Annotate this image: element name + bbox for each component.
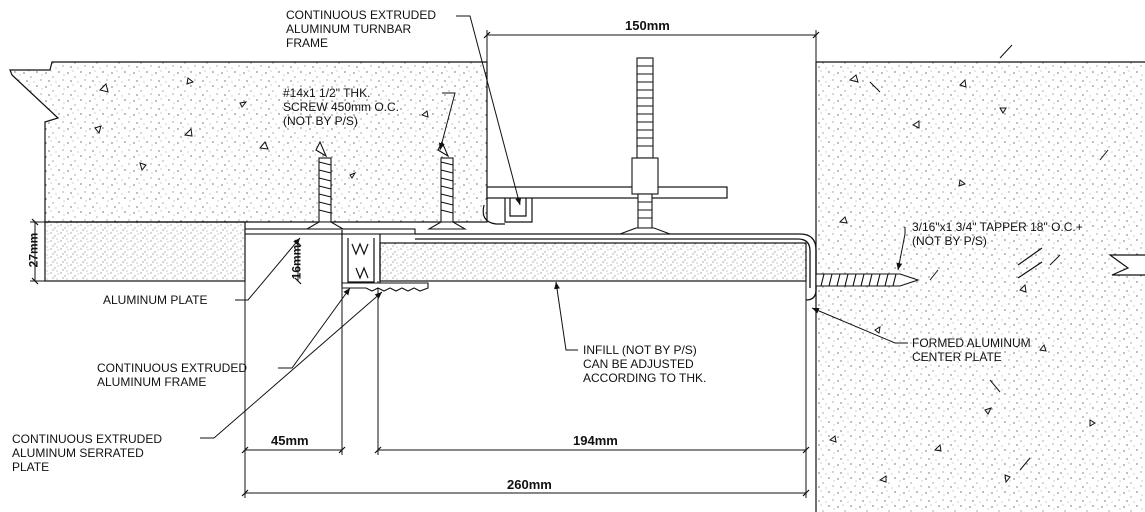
turnbar-frame	[482, 186, 728, 225]
right-concrete-slab	[815, 44, 1145, 512]
screw-left	[304, 140, 346, 230]
dimension-45mm: 45mm	[271, 433, 309, 448]
tapper-screw	[815, 273, 920, 287]
center-plate-label: FORMED ALUMINUM CENTER PLATE	[912, 336, 1031, 364]
extruded-aluminum-frame	[341, 230, 381, 287]
left-concrete-slab	[9, 61, 488, 223]
aluminum-plate	[244, 228, 416, 235]
aluminum-plate-label: ALUMINUM PLATE	[103, 293, 208, 307]
center-bolt	[619, 57, 671, 235]
left-base-layer	[44, 221, 246, 282]
turnbar-frame-label: CONTINUOUS EXTRUDED ALUMINUM TURNBAR FRA…	[286, 8, 437, 50]
dimension-150mm: 150mm	[625, 18, 670, 33]
formed-center-plate	[415, 233, 817, 301]
dimension-16mm: 16mm	[289, 244, 304, 280]
dimension-27mm: 27mm	[26, 232, 41, 268]
extruded-frame-label: CONTINUOUS EXTRUDED ALUMINUM FRAME	[97, 361, 248, 389]
dimension-260mm: 260mm	[507, 477, 552, 492]
infill-panel	[379, 242, 807, 282]
dimension-lines	[30, 31, 820, 497]
tapper-label: 3/16"x1 3/4" TAPPER 18" O.C.+ (NOT BY P/…	[912, 220, 1083, 248]
screw-label: #14x1 1/2" THK. SCREW 450mm O.C. (NOT BY…	[283, 86, 400, 128]
serrated-plate-label: CONTINUOUS EXTRUDED ALUMINUM SERRATED PL…	[12, 432, 163, 474]
infill-label: INFILL (NOT BY P/S) CAN BE ADJUSTED ACCO…	[583, 343, 707, 385]
dimension-194mm: 194mm	[573, 433, 618, 448]
leader-lines	[200, 15, 908, 439]
serrated-plate	[341, 282, 429, 292]
